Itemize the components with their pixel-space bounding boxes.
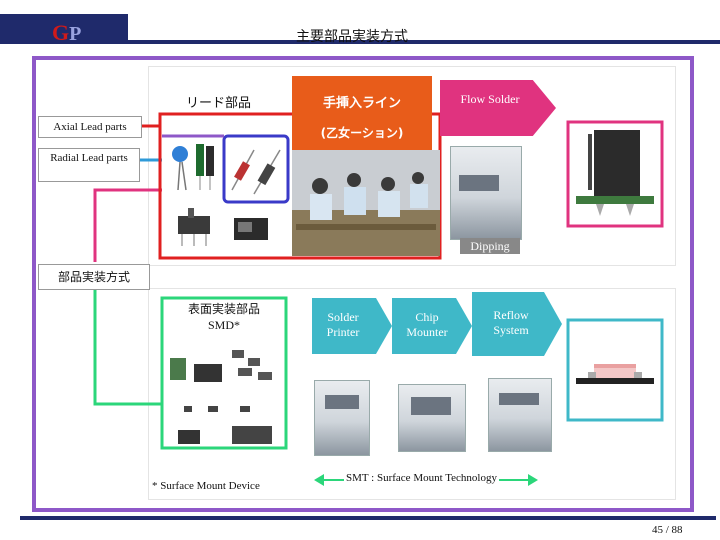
mounting-to-through-hole-connector — [93, 188, 162, 262]
smt-pcb-board — [576, 378, 654, 384]
logo-letter-g: G — [52, 20, 70, 45]
axial-parts-image — [231, 149, 281, 195]
radial-parts-image — [172, 144, 214, 191]
through-hole-section-outline — [566, 120, 664, 228]
solder-printer-arrow: Solder Printer — [312, 298, 392, 354]
main-frame — [32, 56, 694, 512]
through-hole-cross-section — [576, 130, 654, 216]
smt-solder-pad — [588, 372, 596, 378]
electrolytic-capacitor-icon — [196, 144, 204, 176]
reflow-system-arrow: Reflow System — [472, 292, 562, 356]
smt-arrow-right-head — [528, 474, 538, 486]
mounting-method-label: 部品実装方式 — [38, 264, 150, 290]
smd-footnote: * Surface Mount Device — [152, 480, 260, 492]
reflow-system-label: Reflow System — [493, 308, 529, 337]
smt-arrow-left-head — [314, 474, 324, 486]
footer-rule — [20, 516, 716, 520]
solder-printer-machine-image — [314, 380, 370, 456]
pcb-board — [576, 196, 654, 204]
page-number: 45 / 88 — [652, 524, 683, 536]
slide-title: 主要部品実装方式 — [296, 29, 408, 45]
smd-ic-icon — [194, 364, 222, 382]
slide-switch-icon — [178, 216, 210, 234]
logo-letter-p: P — [69, 23, 82, 45]
manual-insertion-photo — [292, 150, 440, 256]
reflow-section-outline — [566, 318, 664, 422]
reflow-system-machine-image — [488, 378, 552, 452]
smd-switch-icon — [178, 430, 200, 444]
smd-label-en: SMD* — [207, 318, 240, 332]
smd-parts-image — [170, 350, 272, 444]
axial-parts-outline — [222, 134, 290, 204]
manual-line-title: 手挿入ライン — [322, 96, 401, 111]
capacitor-icon — [172, 146, 188, 162]
axial-lead-parts-label: Axial Lead parts — [38, 116, 142, 138]
flow-solder-machine-image — [450, 146, 522, 240]
machine-window — [459, 175, 499, 191]
resistor-icon — [234, 161, 250, 181]
solder-joint — [596, 204, 604, 216]
lead-parts-label: リード部品 — [186, 96, 252, 111]
solder-printer-label: Solder Printer — [326, 310, 360, 339]
smd-label-jp: 表面実装部品 — [187, 302, 260, 316]
chip-mounter-label: Chip Mounter — [406, 310, 448, 339]
smt-cross-section — [576, 364, 654, 384]
flow-solder-arrow: Flow Solder — [440, 80, 556, 136]
smd-parts-outline — [160, 296, 288, 450]
company-logo: GP — [52, 20, 81, 46]
smd-connector-icon — [232, 426, 272, 444]
manual-line-subtitle: (乙女ーション) — [320, 126, 404, 140]
manual-insertion-line-banner: 手挿入ライン (乙女ーション) — [292, 76, 432, 150]
smt-caption: SMT : Surface Mount Technology — [344, 472, 499, 484]
header-accent-block — [0, 14, 128, 44]
radial-lead-parts-label: Radial Lead parts — [38, 148, 140, 182]
chip-mounter-arrow: Chip Mounter — [392, 298, 472, 354]
mounting-to-smd-connector — [93, 290, 162, 406]
chip-mounter-machine-image — [398, 384, 466, 452]
dipping-label: Dipping — [460, 238, 520, 254]
header-rule — [128, 40, 720, 44]
component-body — [594, 130, 640, 196]
switch-parts-image — [178, 208, 268, 246]
flow-solder-label: Flow Solder — [460, 92, 520, 106]
smd-capacitor-icon — [170, 358, 186, 380]
diode-icon — [257, 163, 276, 186]
